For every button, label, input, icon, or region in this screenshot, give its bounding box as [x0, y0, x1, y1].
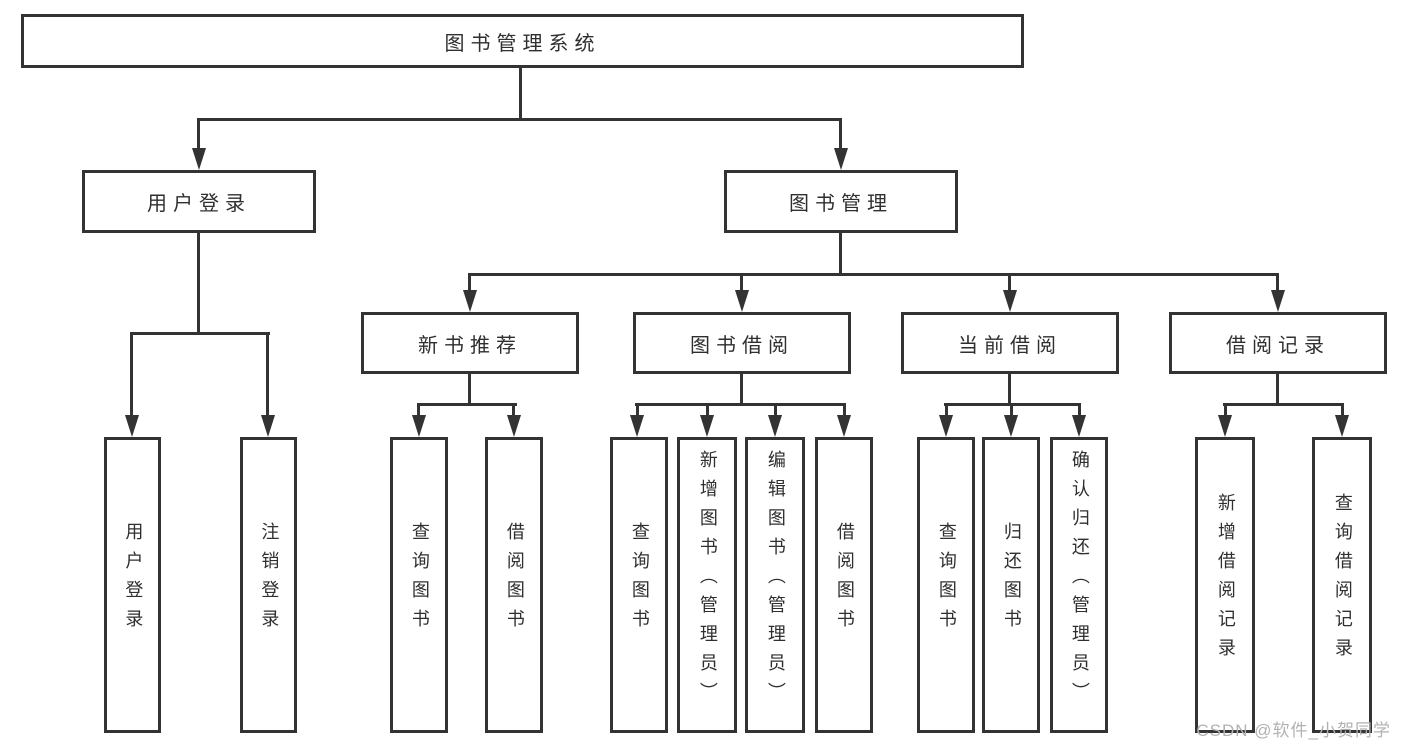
node-current-borrow-label: 当前借阅: [958, 334, 1062, 357]
node-library-system-label: 图书管理系统: [444, 32, 601, 55]
connector-new-book-stem: [468, 374, 471, 406]
arrowhead-down: [125, 415, 139, 437]
connector-to-book-borrow: [740, 273, 743, 293]
leaf-edit-books-admin: 编辑图书（管理员）: [745, 437, 805, 733]
arrowhead-down: [1218, 415, 1232, 437]
connector-leaf: [636, 403, 639, 417]
node-book-management: 图书管理: [724, 170, 958, 233]
leaf-query-books-current: 查询图书: [917, 437, 975, 733]
connector-user-login-bus: [130, 332, 270, 335]
connector-leaf: [945, 403, 948, 417]
connector-root-bus: [197, 118, 842, 121]
leaf-add-books-admin: 新增图书（管理员）: [677, 437, 737, 733]
leaf-add-borrow-record: 新增借阅记录: [1195, 437, 1255, 733]
leaf-query-books-borrow: 查询图书: [610, 437, 668, 733]
node-user-login-label: 用户登录: [147, 193, 251, 215]
arrowhead-down: [939, 415, 953, 437]
node-book-borrow: 图书借阅: [633, 312, 851, 374]
node-current-borrow: 当前借阅: [901, 312, 1119, 374]
arrowhead-down: [700, 415, 714, 437]
connector-leaf: [706, 403, 709, 417]
leaf-query-books-recommend: 查询图书: [390, 437, 448, 733]
arrowhead-down: [1003, 290, 1017, 312]
arrowhead-down: [1335, 415, 1349, 437]
connector-leaf: [1078, 403, 1081, 417]
leaf-label: 查询借阅记录: [1332, 493, 1353, 667]
leaf-user-login: 用户登录: [104, 437, 161, 733]
connector-to-leaf-logout: [266, 332, 269, 417]
arrowhead-down: [192, 148, 206, 170]
connector-user-login-stem: [197, 232, 200, 335]
arrowhead-down: [735, 290, 749, 312]
connector-root-stem: [519, 65, 522, 121]
connector-to-current-borrow: [1008, 273, 1011, 293]
connector-to-book-management: [839, 118, 842, 150]
leaf-borrow-books: 借阅图书: [815, 437, 873, 733]
node-borrow-records: 借阅记录: [1169, 312, 1387, 374]
connector-book-management-bus: [468, 273, 1279, 276]
node-book-borrow-label: 图书借阅: [690, 334, 794, 357]
connector-borrow-records-stem: [1276, 374, 1279, 406]
leaf-label: 查询图书: [936, 522, 957, 638]
csdn-watermark: CSDN @软件_小贺同学: [1196, 721, 1391, 740]
leaf-confirm-return-admin: 确认归还（管理员）: [1050, 437, 1108, 733]
connector-book-borrow-stem: [740, 374, 743, 406]
connector-leaf: [843, 403, 846, 417]
leaf-label: 新增借阅记录: [1215, 493, 1236, 667]
node-new-book-recommend-label: 新书推荐: [418, 334, 522, 357]
leaf-label: 注销登录: [259, 522, 280, 638]
connector-to-leaf-user-login: [130, 332, 133, 417]
leaf-label: 归还图书: [1001, 522, 1022, 638]
node-user-login: 用户登录: [82, 170, 316, 233]
leaf-query-borrow-record: 查询借阅记录: [1312, 437, 1372, 733]
connector-leaf: [1010, 403, 1013, 417]
arrowhead-down: [837, 415, 851, 437]
node-book-management-label: 图书管理: [789, 193, 893, 215]
arrowhead-down: [412, 415, 426, 437]
leaf-logout: 注销登录: [240, 437, 297, 733]
leaf-return-books: 归还图书: [982, 437, 1040, 733]
arrowhead-down: [834, 148, 848, 170]
leaf-borrow-books-recommend: 借阅图书: [485, 437, 543, 733]
arrowhead-down: [507, 415, 521, 437]
leaf-label: 查询图书: [409, 522, 430, 638]
node-library-system: 图书管理系统: [21, 14, 1024, 68]
connector-book-management-stem: [839, 233, 842, 276]
leaf-label: 编辑图书（管理员）: [765, 449, 786, 711]
connector-to-new-book: [468, 273, 471, 293]
arrowhead-down: [1072, 415, 1086, 437]
connector-to-user-login: [197, 118, 200, 150]
connector-current-borrow-stem: [1008, 374, 1011, 406]
connector-borrow-records-bus: [1223, 403, 1344, 406]
arrowhead-down: [630, 415, 644, 437]
connector-leaf: [1224, 403, 1227, 417]
leaf-label: 用户登录: [123, 522, 144, 638]
connector-leaf: [417, 403, 420, 417]
arrowhead-down: [1004, 415, 1018, 437]
arrowhead-down: [768, 415, 782, 437]
connector-new-book-bus: [417, 403, 517, 406]
connector-leaf: [774, 403, 777, 417]
leaf-label: 借阅图书: [504, 522, 525, 638]
connector-leaf: [512, 403, 515, 417]
node-new-book-recommend: 新书推荐: [361, 312, 579, 374]
leaf-label: 查询图书: [629, 522, 650, 638]
connector-book-borrow-bus: [635, 403, 846, 406]
connector-leaf: [1341, 403, 1344, 417]
connector-to-borrow-records: [1276, 273, 1279, 293]
leaf-label: 新增图书（管理员）: [697, 449, 718, 711]
arrowhead-down: [463, 290, 477, 312]
leaf-label: 借阅图书: [834, 522, 855, 638]
arrowhead-down: [261, 415, 275, 437]
leaf-label: 确认归还（管理员）: [1069, 449, 1090, 711]
node-borrow-records-label: 借阅记录: [1226, 334, 1330, 357]
arrowhead-down: [1271, 290, 1285, 312]
